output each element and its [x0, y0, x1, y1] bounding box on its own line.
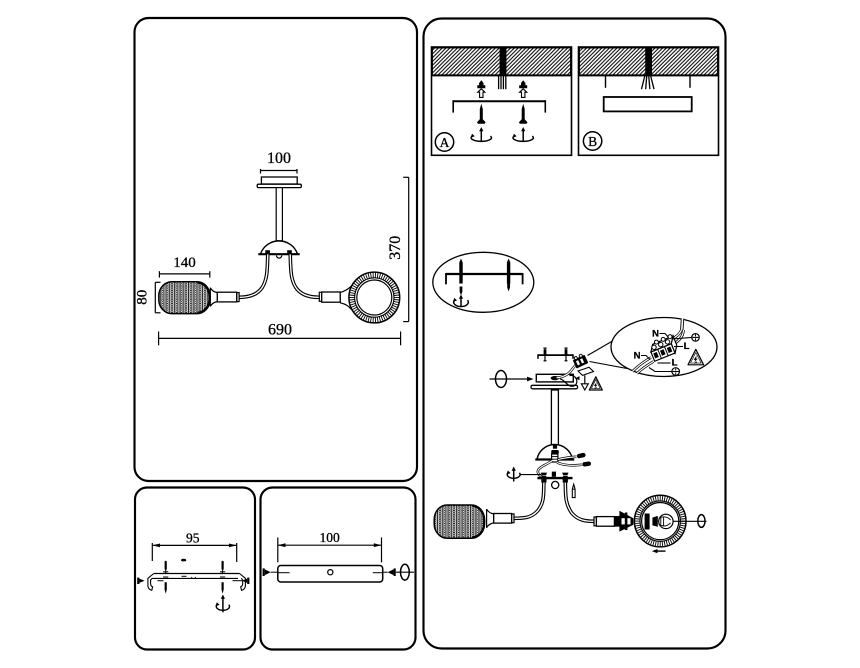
svg-text:A: A [440, 135, 450, 150]
svg-text:100: 100 [267, 150, 291, 167]
svg-text:80: 80 [135, 290, 151, 305]
svg-text:370: 370 [387, 236, 404, 260]
svg-text:B: B [588, 134, 597, 149]
svg-text:140: 140 [173, 255, 196, 271]
svg-text:95: 95 [186, 531, 200, 546]
svg-text:100: 100 [319, 530, 340, 545]
svg-text:N: N [652, 329, 659, 340]
svg-text:690: 690 [268, 322, 292, 339]
svg-text:N: N [634, 351, 641, 362]
svg-text:L: L [672, 358, 678, 369]
svg-text:L: L [684, 341, 690, 352]
